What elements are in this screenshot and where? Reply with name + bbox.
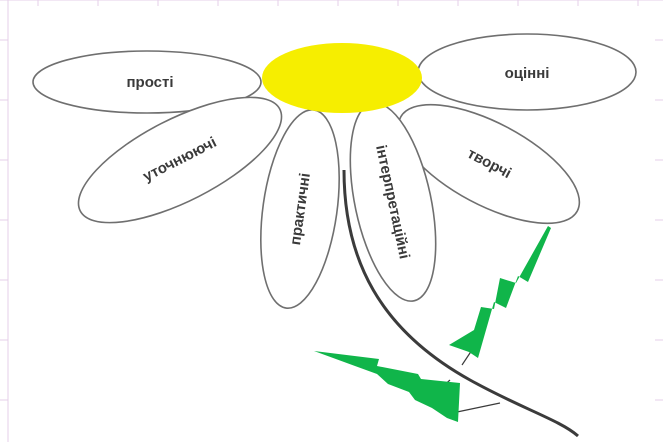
leaf-connector-lower-a <box>456 402 501 413</box>
petal-label-prosti: прості <box>126 74 173 91</box>
petal-utochniuiuchi: уточнюючі <box>77 96 283 224</box>
leaf-lower <box>314 351 460 422</box>
flower-stem <box>342 169 579 438</box>
petal-label-otsinni: оцінні <box>505 65 550 82</box>
petal-prosti: прості <box>32 50 262 114</box>
petal-otsinni: оцінні <box>417 33 637 111</box>
leaf-upper <box>449 226 551 358</box>
flower-center <box>262 43 422 113</box>
petal-interpretatsiini: інтерпретаційні <box>349 102 437 302</box>
petal-praktychni: практичні <box>260 109 340 309</box>
petal-tvorchi: творчі <box>397 103 581 225</box>
